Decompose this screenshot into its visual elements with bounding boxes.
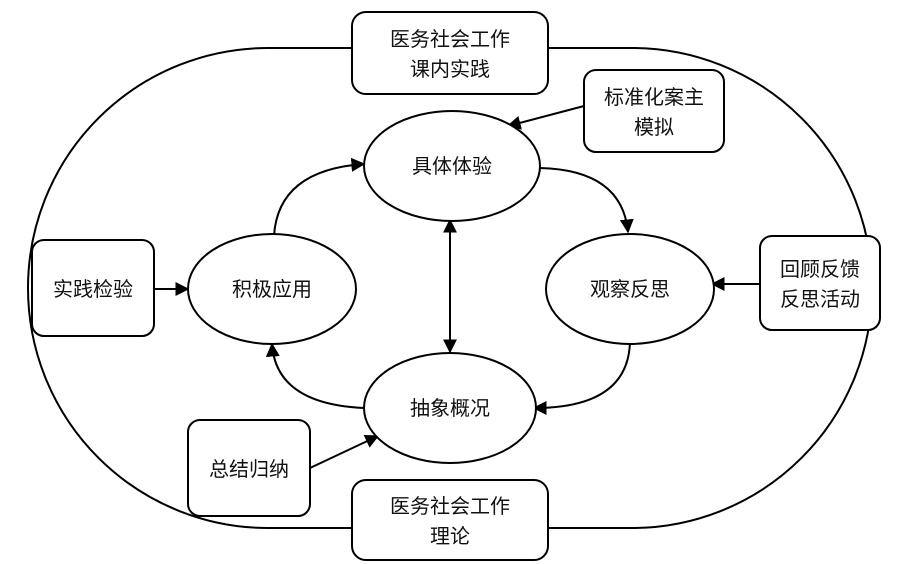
bottom-box-line1: 医务社会工作	[390, 494, 510, 518]
top-box-line1: 医务社会工作	[390, 27, 510, 51]
arrow-abstract-to-active	[265, 342, 365, 409]
standardized-patient-line2: 模拟	[634, 115, 674, 139]
active-experimentation-label: 积极应用	[232, 277, 312, 301]
practice-test-label: 实践检验	[53, 277, 133, 301]
standardized-patient-line1: 标准化案主	[604, 85, 704, 109]
arrow-concrete-to-reflective	[539, 167, 634, 234]
summary-box: 总结归纳	[187, 419, 311, 517]
arrow-active-to-concrete	[273, 157, 366, 237]
practice-test-box: 实践检验	[31, 239, 155, 337]
top-box-line2: 课内实践	[410, 57, 490, 81]
arrow-summary-to-abstract	[309, 435, 380, 469]
concrete-experience-label: 具体体验	[412, 154, 492, 178]
reflective-observation-node: 观察反思	[545, 233, 715, 345]
review-feedback-line2: 反思活动	[780, 287, 860, 311]
arrow-standardized-to-concrete	[506, 105, 585, 130]
active-experimentation-node: 积极应用	[187, 233, 357, 345]
reflective-observation-label: 观察反思	[590, 277, 670, 301]
standardized-patient-box: 标准化案主 模拟	[583, 69, 725, 153]
review-feedback-box: 回顾反馈 反思活动	[759, 235, 881, 331]
review-feedback-line1: 回顾反馈	[780, 257, 860, 281]
abstract-conceptualization-label: 抽象概况	[410, 396, 490, 420]
top-practice-box: 医务社会工作 课内实践	[351, 11, 549, 95]
bottom-theory-box: 医务社会工作 理论	[351, 479, 549, 561]
abstract-conceptualization-node: 抽象概况	[363, 352, 537, 464]
arrow-reflective-to-abstract	[532, 341, 631, 415]
bottom-box-line2: 理论	[430, 524, 470, 548]
concrete-experience-node: 具体体验	[363, 110, 541, 222]
summary-label: 总结归纳	[209, 457, 289, 481]
